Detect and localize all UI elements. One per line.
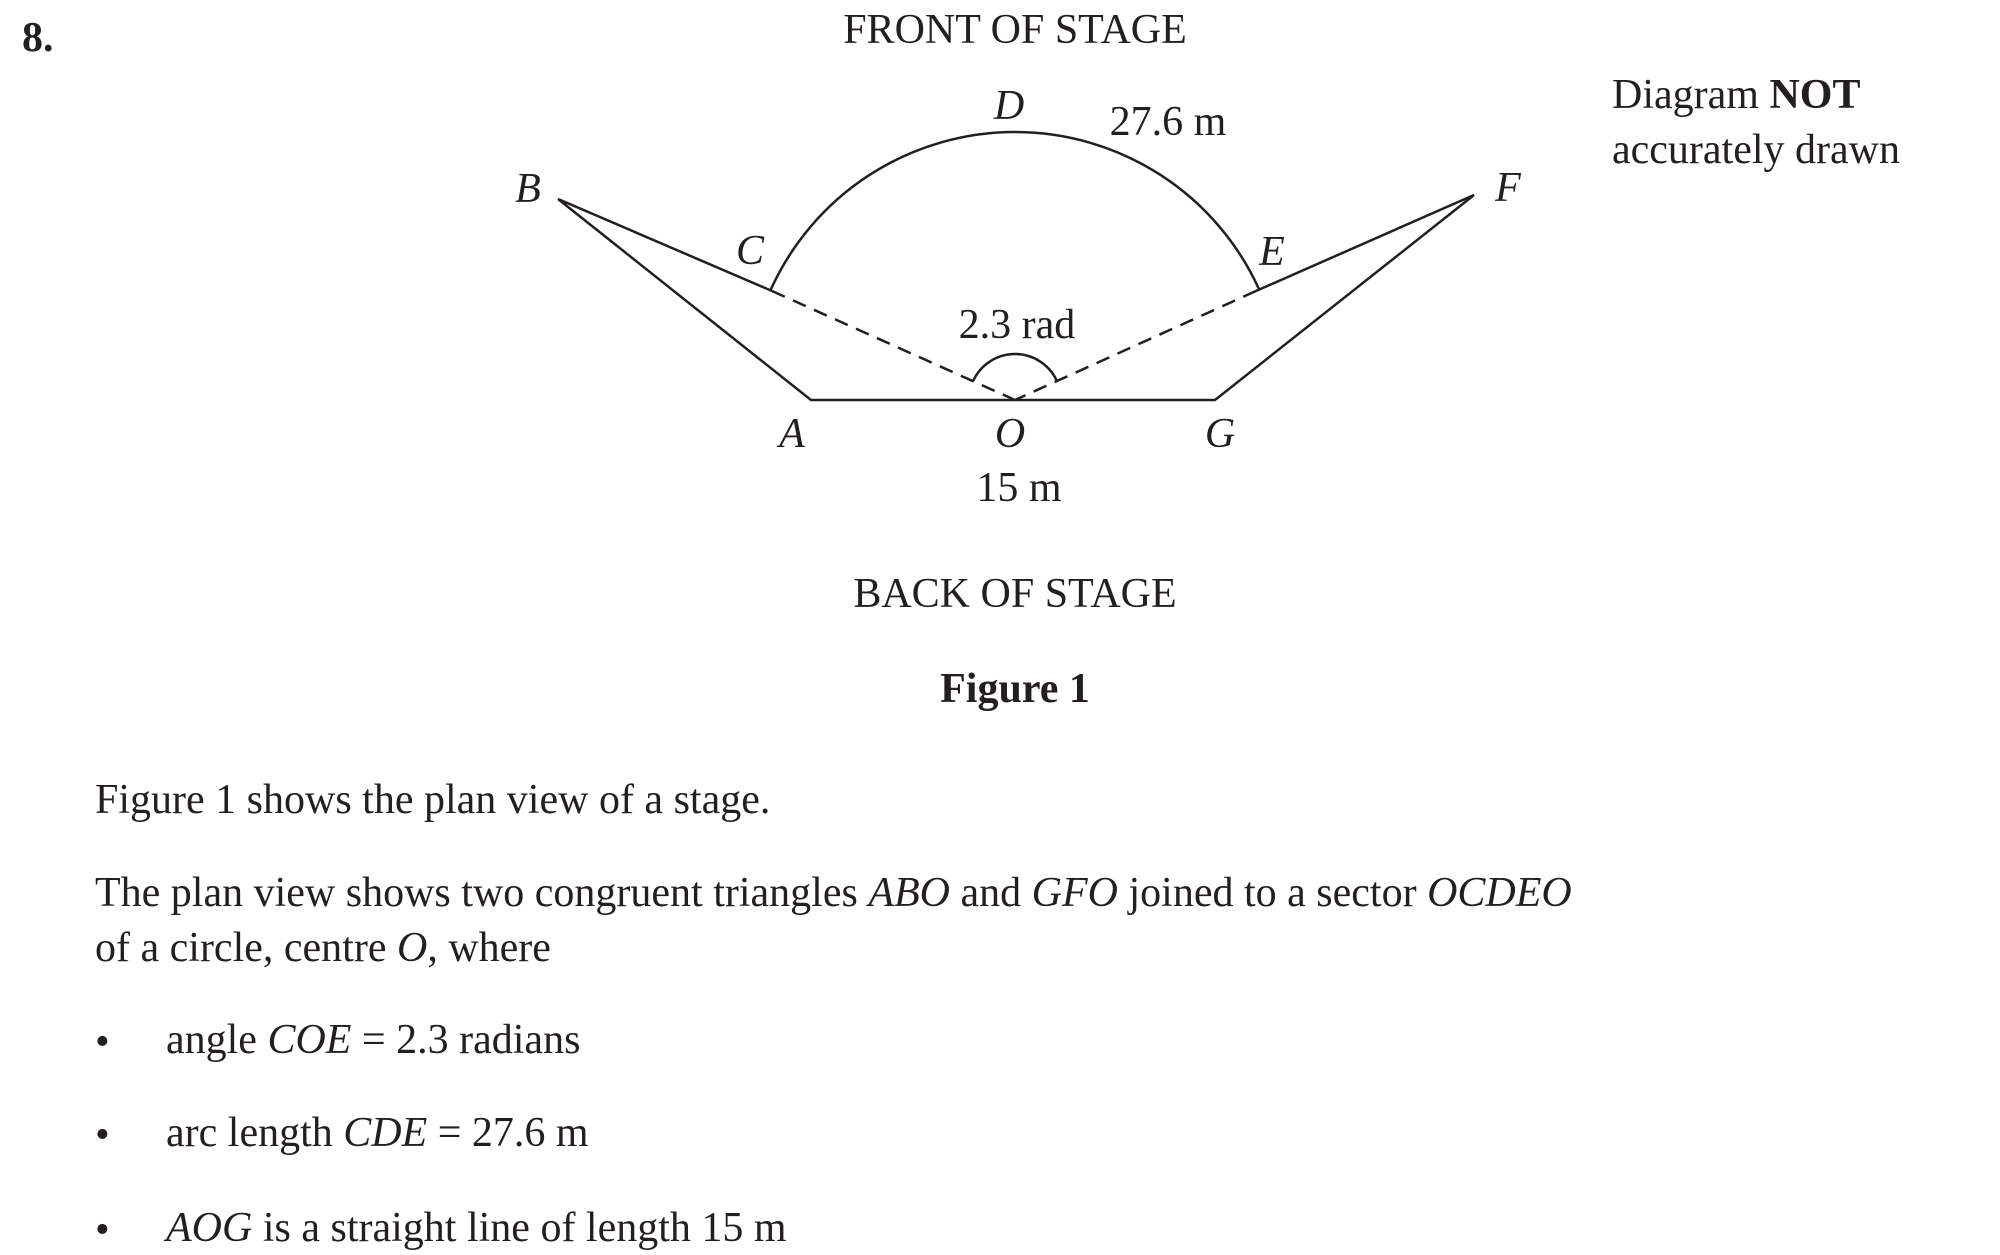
question-number: 8. <box>22 15 54 61</box>
triangle-abo <box>557 197 1015 402</box>
text: is a straight line of length 15 m <box>252 1205 787 1251</box>
text: , where <box>427 925 551 971</box>
note-text: Diagram <box>1612 72 1759 118</box>
label-c: C <box>735 228 765 274</box>
label-o: O <box>994 411 1026 457</box>
triangle-gfo-name: GFO <box>1031 870 1118 916</box>
arc-cde <box>769 130 1261 292</box>
diagram-note: Diagram NOT <box>1612 74 1860 116</box>
label-g: G <box>1204 411 1236 457</box>
text: angle <box>166 1017 268 1063</box>
bullet-item: AOG is a straight line of length 15 m <box>166 1207 787 1249</box>
angle-mark <box>971 352 1059 382</box>
math-name: COE <box>267 1017 352 1063</box>
back-of-stage-label: BACK OF STAGE <box>853 571 1177 617</box>
label-f: F <box>1495 165 1521 211</box>
base-length-label: 15 m <box>976 465 1062 511</box>
figure-caption: Figure 1 <box>940 666 1090 712</box>
label-b: B <box>515 166 541 212</box>
text: = 2.3 radians <box>351 1017 581 1063</box>
math-name: AOG <box>166 1205 253 1251</box>
text: The plan view shows two congruent triang… <box>95 870 869 916</box>
triangle-gfo <box>1015 193 1475 402</box>
text: arc length <box>166 1110 344 1156</box>
centre-name: O <box>396 925 428 971</box>
diagram-note-line2: accurately drawn <box>1612 127 1900 173</box>
front-of-stage-label: FRONT OF STAGE <box>843 7 1187 53</box>
bullet-symbol: • <box>95 1019 110 1065</box>
angle-label: 2.3 rad <box>958 302 1076 348</box>
paragraph-1: Figure 1 shows the plan view of a stage. <box>95 777 771 823</box>
text: and <box>950 870 1032 916</box>
bullet-item: angle COE = 2.3 radians <box>166 1019 580 1061</box>
label-a: A <box>779 411 805 457</box>
sector-name: OCDEO <box>1427 870 1572 916</box>
bullet-item: arc length CDE = 27.6 m <box>166 1112 589 1154</box>
triangle-abo-name: ABO <box>868 870 950 916</box>
arc-length-label: 27.6 m <box>1109 99 1227 145</box>
bullet-symbol: • <box>95 1112 110 1158</box>
text: of a circle, centre <box>95 925 397 971</box>
paragraph-2-line2: of a circle, centre O, where <box>95 927 551 969</box>
radius-oe <box>1014 289 1257 402</box>
bullet-symbol: • <box>95 1207 110 1253</box>
label-e: E <box>1259 229 1285 275</box>
text: = 27.6 m <box>427 1110 589 1156</box>
note-bold: NOT <box>1769 72 1861 118</box>
paragraph-2: The plan view shows two congruent triang… <box>95 872 1572 914</box>
math-name: CDE <box>343 1110 428 1156</box>
label-d: D <box>993 83 1025 129</box>
text: joined to a sector <box>1117 870 1428 916</box>
